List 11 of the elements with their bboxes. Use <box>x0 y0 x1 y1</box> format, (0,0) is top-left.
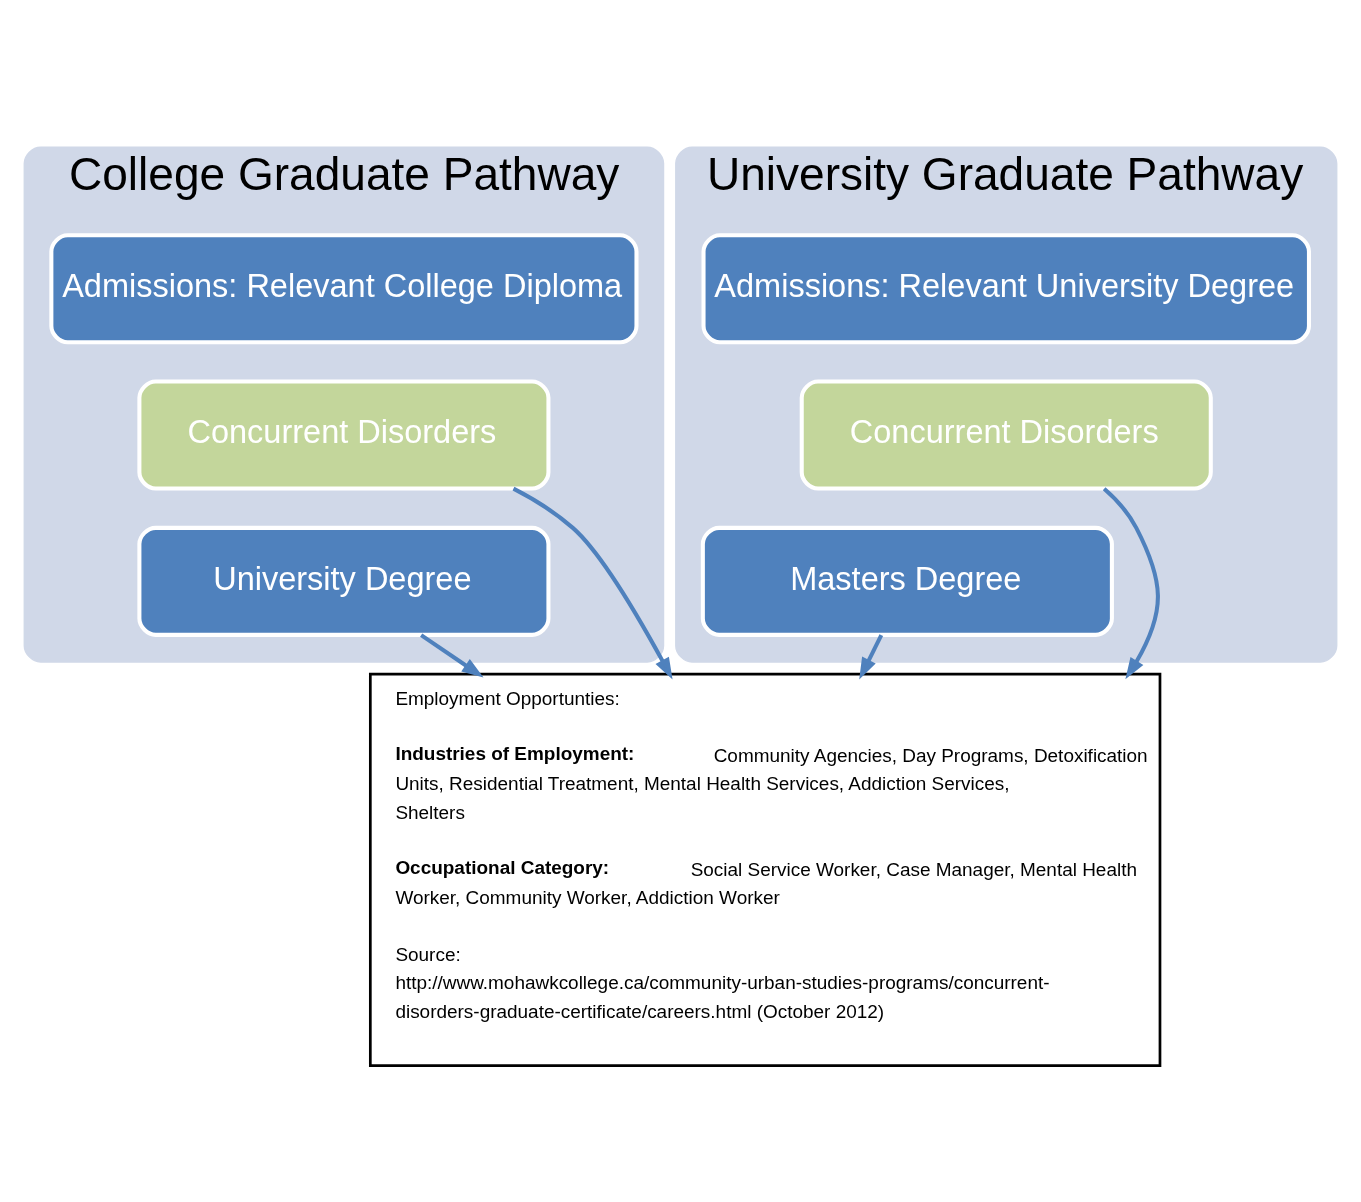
arrow <box>859 634 884 680</box>
node-box: Masters Degree <box>700 525 1114 637</box>
node-box: Admissions: Relevant University Degree <box>701 233 1311 345</box>
node-box: Concurrent Disorders <box>137 379 551 491</box>
arrow <box>1102 487 1160 680</box>
node-box: Admissions: Relevant College Diploma <box>49 233 639 345</box>
node-box: Employment Opportunties: Industries of Employment: Community Agencies, Day Programs, Detoxification Units, Residential Treatment, Mental Health Services, Addiction Services, Shelters Occupational Category: Social Service Worker, Case Manager, Mental Health Worker, Community Worker, Addiction Worker Source: http://www.mohawkcollege.ca/community-urban-studies-programs/concurrent-disorders-graduate-certificate/careers.html (October 2012) <box>368 672 1162 1067</box>
node-box: Concurrent Disorders <box>799 379 1213 491</box>
arrow <box>512 486 673 680</box>
node-box: University Degree <box>137 525 551 637</box>
arrow <box>420 633 484 678</box>
